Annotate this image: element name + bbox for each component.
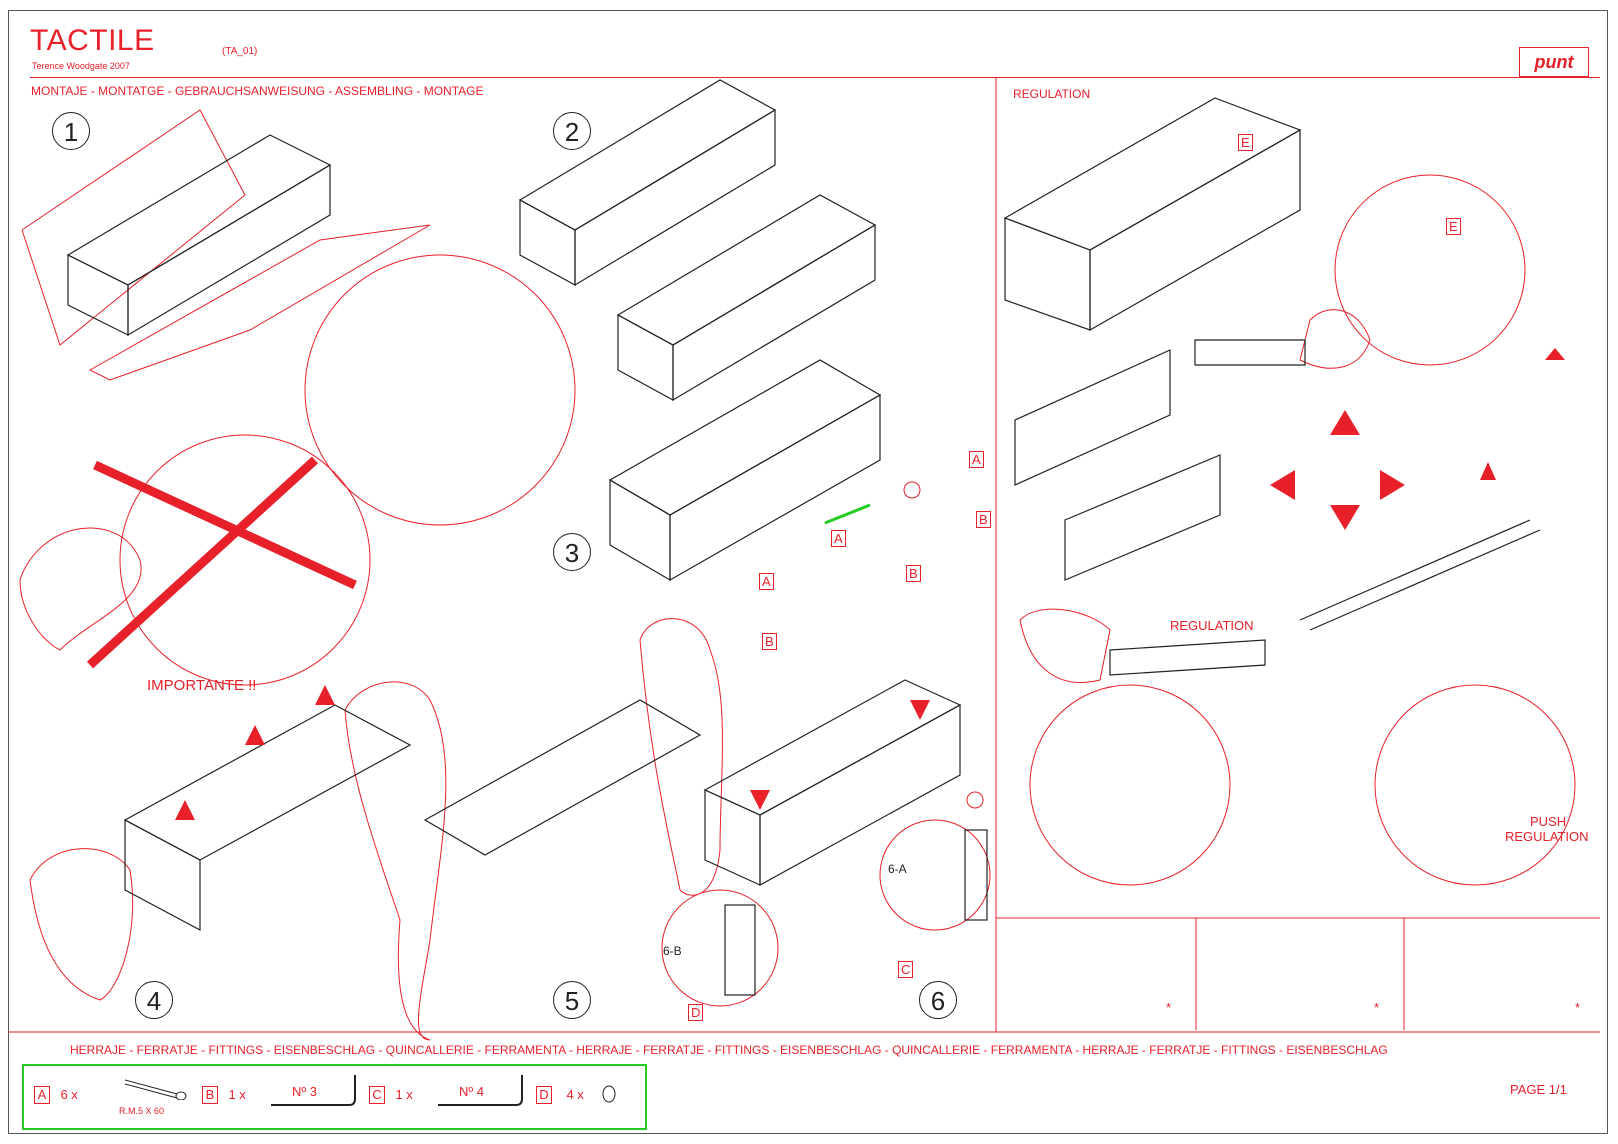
callout-d-cap: D bbox=[688, 1004, 704, 1021]
designer-credit: Terence Woodgate 2007 bbox=[32, 61, 130, 71]
detail-6a-label: 6-A bbox=[888, 862, 907, 876]
allen-key-4-icon bbox=[436, 1071, 526, 1111]
step-number-1: 1 bbox=[52, 112, 90, 150]
importante-warning: IMPORTANTE !! bbox=[147, 677, 257, 694]
allen-key-3-size: Nº 3 bbox=[292, 1084, 317, 1099]
hinge-note-2: * bbox=[1374, 1000, 1380, 1015]
hinge-note-1: * bbox=[1166, 1000, 1172, 1015]
callout-e-detail: E bbox=[1446, 218, 1461, 235]
step-number-2: 2 bbox=[553, 112, 591, 150]
fittings-legend: A 6 x R.M.5 X 60 B 1 x Nº 3 C 1 x Nº 4 D… bbox=[22, 1064, 647, 1130]
page-frame bbox=[8, 10, 1608, 1134]
legend-item-c: C 1 x bbox=[369, 1086, 413, 1104]
legend-qty: 6 x bbox=[60, 1087, 78, 1102]
step-number-3: 3 bbox=[553, 533, 591, 571]
leg-cap-icon bbox=[599, 1084, 619, 1104]
drawer-regulation-label: REGULATION bbox=[1170, 618, 1254, 633]
callout-b-lower: B bbox=[762, 633, 777, 650]
legend-letter: B bbox=[202, 1086, 218, 1104]
legend-item-a: A 6 x bbox=[34, 1086, 78, 1104]
detail-6b-label: 6-B bbox=[663, 944, 682, 958]
document-code: (TA_01) bbox=[222, 46, 258, 57]
legend-item-d: D 4 x bbox=[536, 1086, 584, 1104]
allen-key-4-size: Nº 4 bbox=[459, 1084, 484, 1099]
callout-a-upper: A bbox=[969, 451, 984, 468]
callout-e-hinge: E bbox=[1238, 134, 1253, 151]
callout-c-key: C bbox=[898, 961, 914, 978]
legend-qty: 1 x bbox=[395, 1087, 413, 1102]
step-number-4: 4 bbox=[135, 981, 173, 1019]
step-number-6: 6 bbox=[919, 981, 957, 1019]
header-divider bbox=[30, 77, 1600, 78]
screw-spec: R.M.5 X 60 bbox=[119, 1106, 165, 1116]
legend-qty: 4 x bbox=[566, 1087, 584, 1102]
hinge-note-3: * bbox=[1575, 1000, 1581, 1015]
screw-icon bbox=[119, 1076, 189, 1100]
legend-letter: A bbox=[34, 1086, 50, 1104]
document-title: TACTILE bbox=[30, 24, 155, 57]
callout-a-lower: A bbox=[759, 573, 774, 590]
step-number-5: 5 bbox=[553, 981, 591, 1019]
legend-qty: 1 x bbox=[228, 1087, 246, 1102]
assembly-heading: MONTAJE - MONTATGE - GEBRAUCHSANWEISUNG … bbox=[31, 84, 484, 98]
brand-logo: punt bbox=[1519, 47, 1589, 77]
page-number: PAGE 1/1 bbox=[1510, 1082, 1567, 1097]
legend-letter: C bbox=[369, 1086, 385, 1104]
callout-b-key: B bbox=[906, 565, 921, 582]
callout-b-upper: B bbox=[976, 511, 991, 528]
callout-a-screw: A bbox=[831, 530, 846, 547]
legend-letter: D bbox=[536, 1086, 552, 1104]
allen-key-3-icon bbox=[269, 1071, 359, 1111]
fittings-heading: HERRAJE - FERRATJE - FITTINGS - EISENBES… bbox=[70, 1043, 1388, 1057]
regulation-heading: REGULATION bbox=[1013, 87, 1091, 101]
push-regulation-label-2: REGULATION bbox=[1505, 829, 1589, 844]
push-regulation-label-1: PUSH bbox=[1530, 814, 1567, 829]
legend-item-b: B 1 x bbox=[202, 1086, 246, 1104]
